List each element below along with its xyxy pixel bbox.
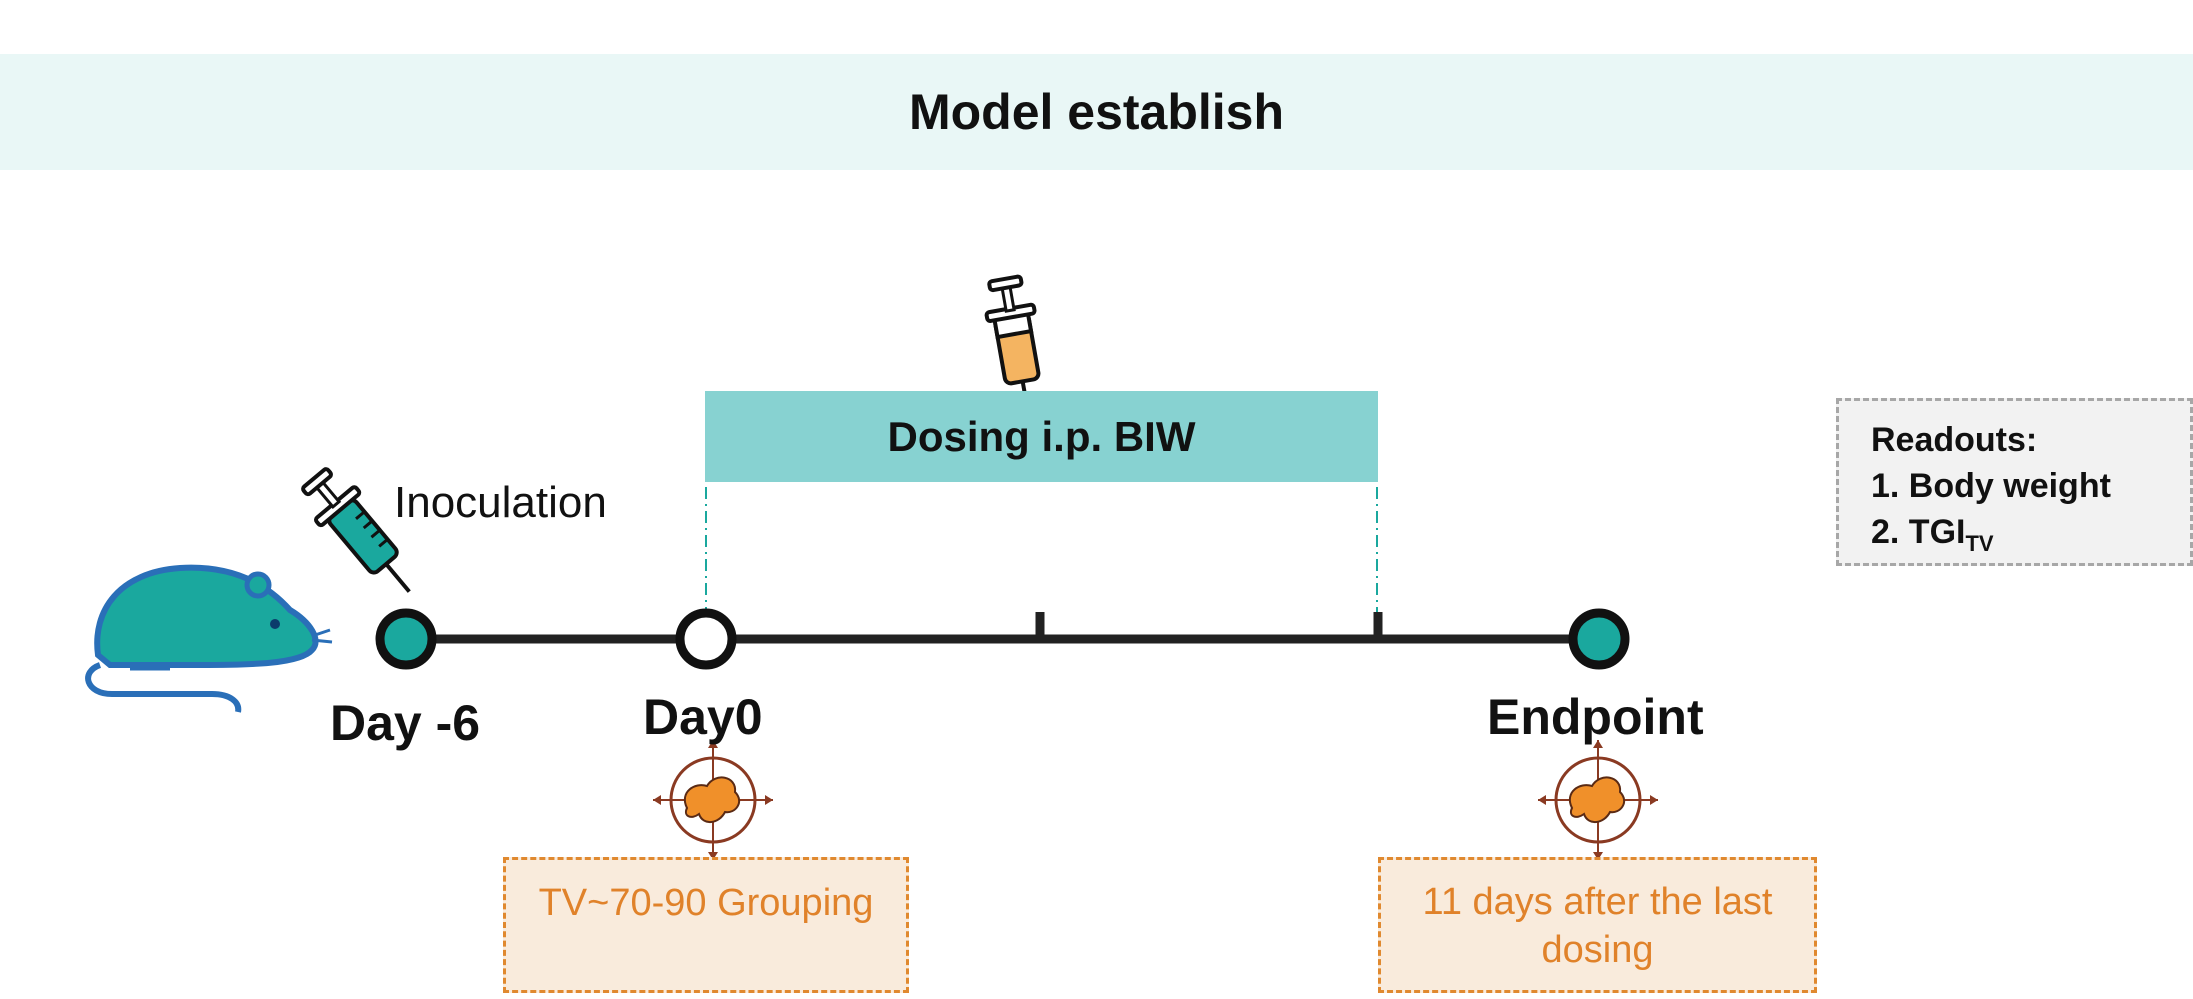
readouts-box: Readouts: 1. Body weight 2. TGITV bbox=[1836, 398, 2193, 566]
page-title: Model establish bbox=[908, 84, 1285, 140]
grouping-note-box: TV~70-90 Grouping bbox=[503, 857, 909, 993]
endpoint-label: Endpoint bbox=[1487, 689, 1704, 745]
endpoint-note-line1: 11 days after the last bbox=[1422, 881, 1773, 923]
tumor-target-icon bbox=[1538, 740, 1658, 860]
timeline-point-endpoint bbox=[1568, 608, 1630, 670]
readout-item-tgi-text: 2. TGI bbox=[1871, 513, 1966, 551]
mouse-icon bbox=[85, 564, 333, 713]
syringe-icon bbox=[301, 467, 411, 593]
timeline-point-day-minus6 bbox=[375, 608, 437, 670]
header-banner bbox=[0, 54, 2193, 170]
readout-item-tgi-subscript: TV bbox=[1965, 530, 1994, 556]
day-minus6-label: Day -6 bbox=[330, 695, 481, 751]
dosing-label: Dosing i.p. BIW bbox=[887, 413, 1196, 460]
grouping-note-text: TV~70-90 Grouping bbox=[538, 882, 874, 924]
tumor-target-icon bbox=[653, 740, 773, 860]
timeline-point-day0 bbox=[675, 608, 737, 670]
endpoint-note-box: 11 days after the last dosing bbox=[1378, 857, 1817, 993]
dosing-period-box bbox=[705, 391, 1378, 482]
endpoint-note-line2: dosing bbox=[1541, 929, 1654, 971]
readout-item-tgi: 2. TGITV bbox=[1871, 509, 2190, 567]
readouts-title: Readouts: bbox=[1871, 421, 2038, 459]
syringe-icon bbox=[984, 274, 1041, 402]
day0-label: Day0 bbox=[643, 689, 763, 745]
inoculation-label: Inoculation bbox=[394, 478, 607, 527]
readout-item-body-weight: 1. Body weight bbox=[1871, 467, 2111, 505]
